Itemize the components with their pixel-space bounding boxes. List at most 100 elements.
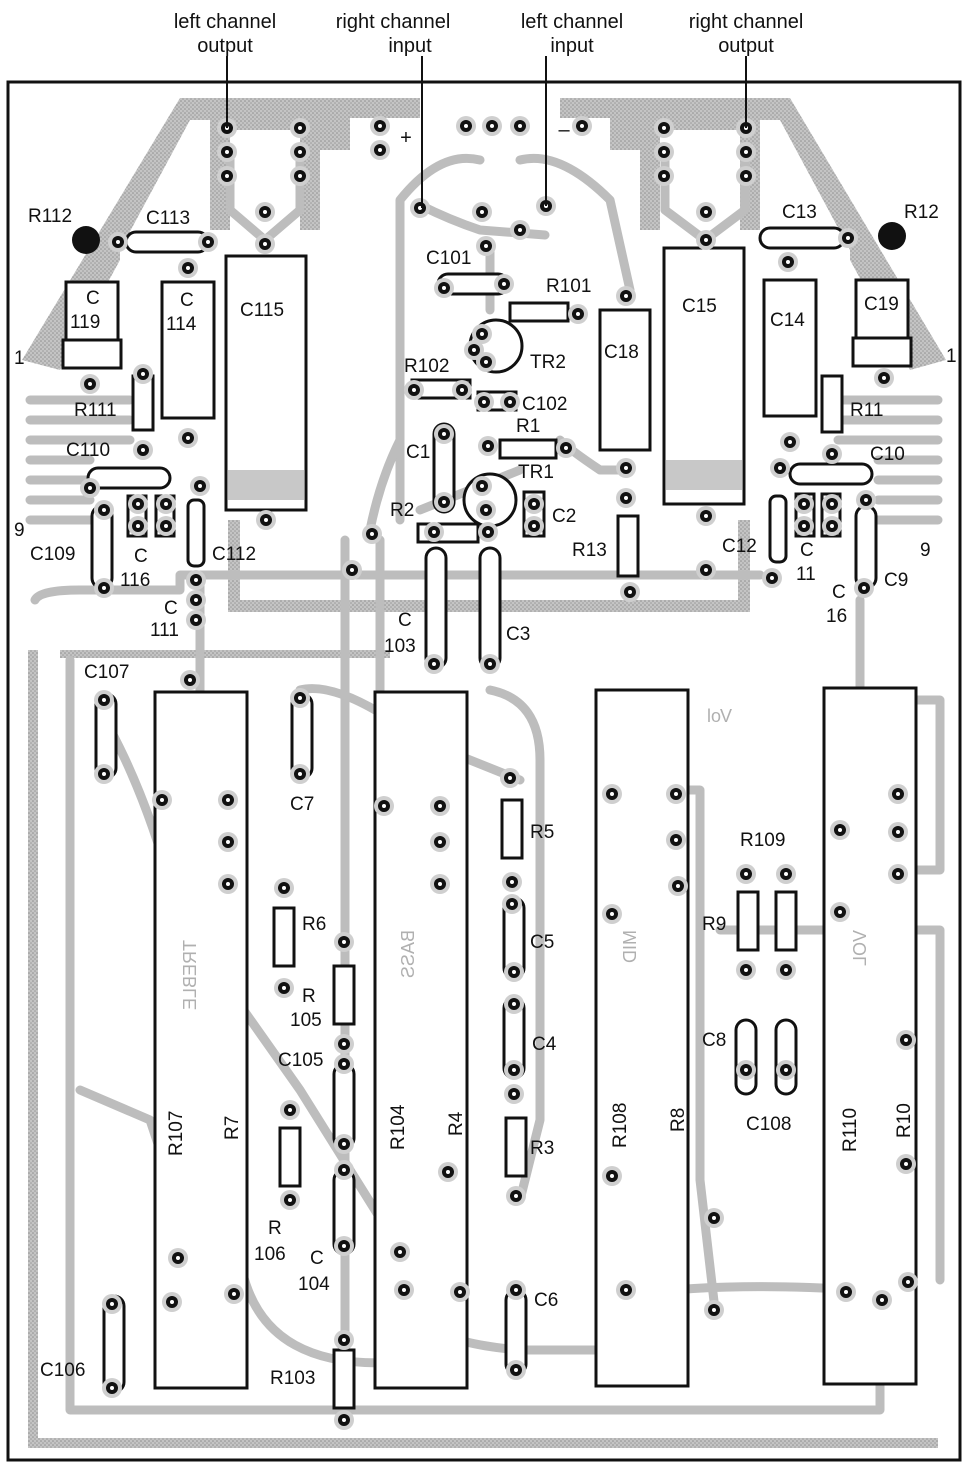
pad-hole-43 <box>194 598 198 602</box>
caption-vol: VOL <box>850 930 870 966</box>
label-c114a: C <box>180 290 194 311</box>
pad-hole-156 <box>844 1290 848 1294</box>
label-r4: R4 <box>446 1111 467 1136</box>
pad-hole-118 <box>342 1168 346 1172</box>
pad-hole-141 <box>712 1308 716 1312</box>
pad-hole-128 <box>110 1386 114 1390</box>
pad-hole-63 <box>846 236 850 240</box>
big-capacitors <box>61 246 913 512</box>
label-r107: R107 <box>166 1111 187 1156</box>
pad-hole-154 <box>904 1162 908 1166</box>
pad-hole-65 <box>802 502 806 506</box>
pad-hole-2 <box>225 174 229 178</box>
caption-volume-mark: Vol <box>707 706 732 726</box>
pad-hole-106 <box>512 1002 516 1006</box>
pad-hole-6 <box>263 210 267 214</box>
label-c105: C105 <box>278 1050 323 1071</box>
pad-hole-115 <box>342 1042 346 1046</box>
label-c9: C9 <box>884 570 908 591</box>
label-c6: C6 <box>534 1290 558 1311</box>
label-r12: R12 <box>904 202 939 223</box>
label-c13: C13 <box>782 202 817 223</box>
pad-hole-146 <box>744 1068 748 1072</box>
pad-hole-23 <box>744 150 748 154</box>
label-c14: C14 <box>770 310 805 331</box>
label-c7: C7 <box>290 794 314 815</box>
pad-hole-147 <box>784 1068 788 1072</box>
pad-hole-73 <box>412 388 416 392</box>
pad-hole-8 <box>378 124 382 128</box>
label-r105a: R <box>302 986 316 1007</box>
pad-hole-68 <box>830 524 834 528</box>
label-r9: R9 <box>702 914 726 935</box>
pad-hole-69 <box>864 498 868 502</box>
label-c114b: 114 <box>166 314 197 335</box>
pad-hole-13 <box>580 124 584 128</box>
pad-hole-130 <box>402 1288 406 1292</box>
pad-hole-60 <box>788 440 792 444</box>
label-tr1: TR1 <box>518 462 554 483</box>
label-r13: R13 <box>572 540 607 561</box>
pad-hole-155 <box>906 1280 910 1284</box>
pad-hole-86 <box>484 360 488 364</box>
pad-hole-28 <box>206 240 210 244</box>
label-c5: C5 <box>530 932 554 953</box>
pad-hole-117 <box>342 1142 346 1146</box>
pad-hole-80 <box>442 500 446 504</box>
label-r103: R103 <box>270 1368 315 1389</box>
caption-bass: BASS <box>398 930 418 978</box>
pad-hole-101 <box>382 804 386 808</box>
right-output-label-1: right channel <box>689 11 804 33</box>
pad-hole-110 <box>514 1288 518 1292</box>
pad-hole-83 <box>532 502 536 506</box>
right-output-label-2: output <box>718 35 774 57</box>
pad-hole-127 <box>110 1302 114 1306</box>
pad-hole-51 <box>576 312 580 316</box>
label-c109: C109 <box>30 544 75 565</box>
pad-hole-120 <box>342 1338 346 1342</box>
pad-hole-10 <box>464 124 468 128</box>
pad-hole-93 <box>226 798 230 802</box>
pad-hole-12 <box>518 124 522 128</box>
pad-hole-44 <box>194 618 198 622</box>
pad-hole-54 <box>624 496 628 500</box>
pot-captions: TREBLE BASS MID VOL Vol <box>180 706 870 1010</box>
label-c116b: 116 <box>120 570 150 591</box>
pad-hole-52 <box>624 294 628 298</box>
pad-hole-150 <box>896 872 900 876</box>
label-c119a: C <box>86 288 100 309</box>
label-c18: C18 <box>604 342 639 363</box>
pad-hole-9 <box>378 148 382 152</box>
plus-label: + <box>400 127 412 149</box>
pot-r108-r8 <box>594 688 690 1388</box>
pad-hole-114 <box>342 940 346 944</box>
pad-hole-78 <box>564 446 568 450</box>
pad-hole-21 <box>662 174 666 178</box>
pad-hole-135 <box>674 838 678 842</box>
pad-hole-35 <box>198 484 202 488</box>
label-c3: C3 <box>506 624 530 645</box>
pad-hole-138 <box>610 1174 614 1178</box>
pad-hole-151 <box>838 828 842 832</box>
pad-hole-137 <box>610 912 614 916</box>
pad-hole-126 <box>170 1300 174 1304</box>
label-r3: R3 <box>530 1138 554 1159</box>
pad-hole-85 <box>480 332 484 336</box>
pad-hole-27 <box>116 240 120 244</box>
pad-hole-46 <box>264 518 268 522</box>
pad-hole-119 <box>342 1244 346 1248</box>
label-c112: C112 <box>212 544 256 565</box>
label-r109: R109 <box>740 830 785 851</box>
pad-hole-132 <box>446 1170 450 1174</box>
pad-hole-18 <box>484 244 488 248</box>
resistors <box>131 301 844 1410</box>
label-r108: R108 <box>610 1103 631 1148</box>
label-c16b: 16 <box>826 606 847 627</box>
label-c108: C108 <box>746 1114 791 1135</box>
pad-hole-20 <box>662 150 666 154</box>
pad-hole-41 <box>164 524 168 528</box>
label-c2: C2 <box>552 506 576 527</box>
pad-hole-57 <box>704 568 708 572</box>
pad-hole-40 <box>164 502 168 506</box>
pad-hole-139 <box>624 1288 628 1292</box>
